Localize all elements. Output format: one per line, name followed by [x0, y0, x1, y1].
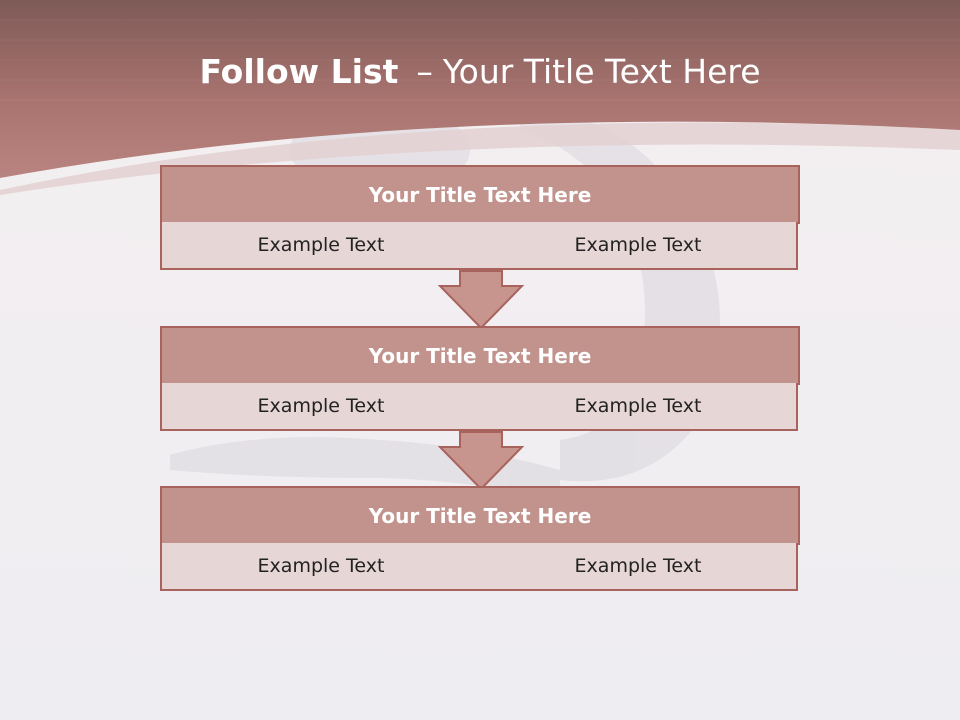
block-title: Your Title Text Here	[160, 486, 800, 545]
block-right-cell: Example Text	[480, 543, 798, 591]
block-left-cell: Example Text	[160, 383, 482, 431]
block-title: Your Title Text Here	[160, 165, 800, 224]
block-right-cell: Example Text	[480, 383, 798, 431]
slide-title-separator: –	[416, 52, 433, 91]
block-left-cell: Example Text	[160, 543, 482, 591]
header-band	[0, 0, 960, 178]
slide-title: Follow List–Your Title Text Here	[0, 52, 960, 91]
slide-title-bold: Follow List	[199, 52, 399, 91]
slide-title-rest: Your Title Text Here	[442, 52, 761, 91]
down-arrow-icon	[438, 270, 524, 330]
header-curve-stripe	[0, 122, 960, 195]
down-arrow-icon	[438, 431, 524, 491]
block-right-cell: Example Text	[480, 222, 798, 270]
block-title: Your Title Text Here	[160, 326, 800, 385]
block-left-cell: Example Text	[160, 222, 482, 270]
